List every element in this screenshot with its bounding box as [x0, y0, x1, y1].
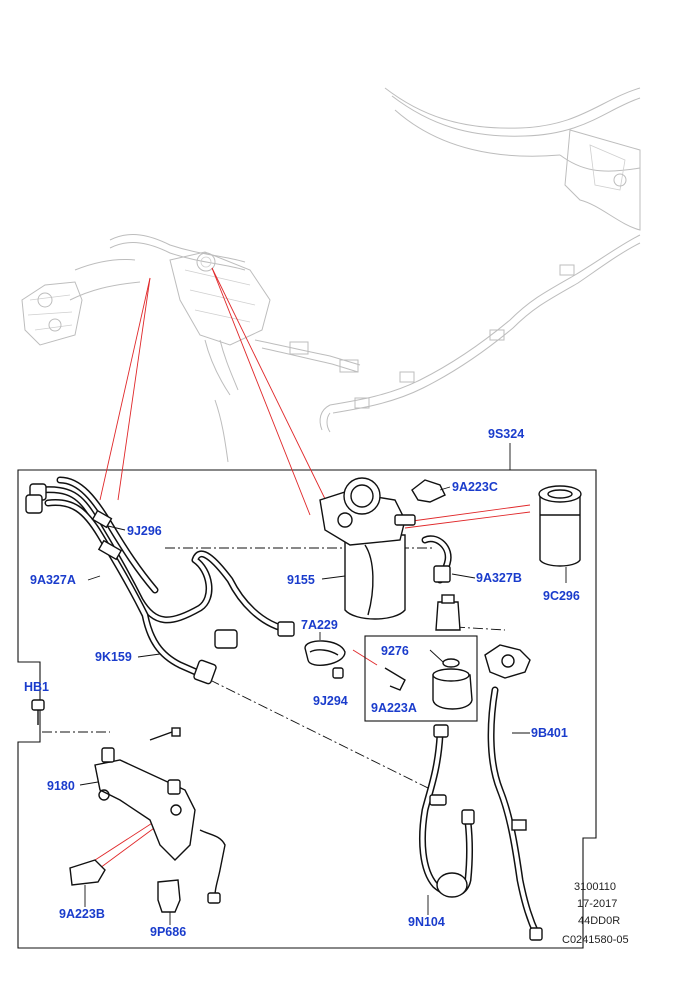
- kit-frame: [17, 469, 597, 949]
- callout-9A223B[interactable]: 9A223B: [59, 907, 105, 921]
- reference-line-1: 3100110: [574, 881, 616, 893]
- clip-9A223C: [411, 479, 446, 503]
- feed-pipe: [418, 724, 475, 898]
- callout-9J294[interactable]: 9J294: [313, 694, 348, 708]
- fuel-pipe-bundle: [25, 476, 295, 685]
- callout-9B401[interactable]: 9B401: [531, 726, 568, 740]
- callout-7A229[interactable]: 7A229: [301, 618, 338, 632]
- callout-leaders: [79, 486, 567, 925]
- callout-9A223C[interactable]: 9A223C: [452, 480, 498, 494]
- callout-9276[interactable]: 9276: [381, 644, 409, 658]
- callout-9180[interactable]: 9180: [47, 779, 75, 793]
- callout-9P686[interactable]: 9P686: [150, 925, 186, 939]
- callout-9A327B[interactable]: 9A327B: [476, 571, 522, 585]
- callout-9A223A[interactable]: 9A223A: [371, 701, 417, 715]
- reference-line-3: 44DD0R: [578, 915, 620, 927]
- red-reference-lines: [91, 267, 531, 869]
- subkit-parts: [304, 594, 473, 710]
- callout-9N104[interactable]: 9N104: [408, 915, 445, 929]
- reference-line-2: 17-2017: [577, 898, 617, 910]
- clip-9A223B: [69, 859, 106, 886]
- callout-9A327A[interactable]: 9A327A: [30, 573, 76, 587]
- callout-9155[interactable]: 9155: [287, 573, 315, 587]
- callout-9S324[interactable]: 9S324: [488, 427, 524, 441]
- subkit-frame: [364, 635, 478, 722]
- callout-9K159[interactable]: 9K159: [95, 650, 132, 664]
- connector-9P686: [157, 879, 181, 913]
- reference-line-4: C0241580-05: [562, 934, 629, 946]
- callout-9J296[interactable]: 9J296: [127, 524, 162, 538]
- fuel-filter-housing: [319, 477, 452, 620]
- filter-element: [538, 485, 582, 567]
- bolt-HB1: [31, 699, 45, 725]
- vehicle-context-ghost: [21, 87, 641, 463]
- callout-9C296[interactable]: 9C296: [543, 589, 580, 603]
- callout-HB1[interactable]: HB1: [24, 680, 49, 694]
- mounting-bracket: [94, 727, 226, 904]
- return-pipe: [484, 644, 543, 941]
